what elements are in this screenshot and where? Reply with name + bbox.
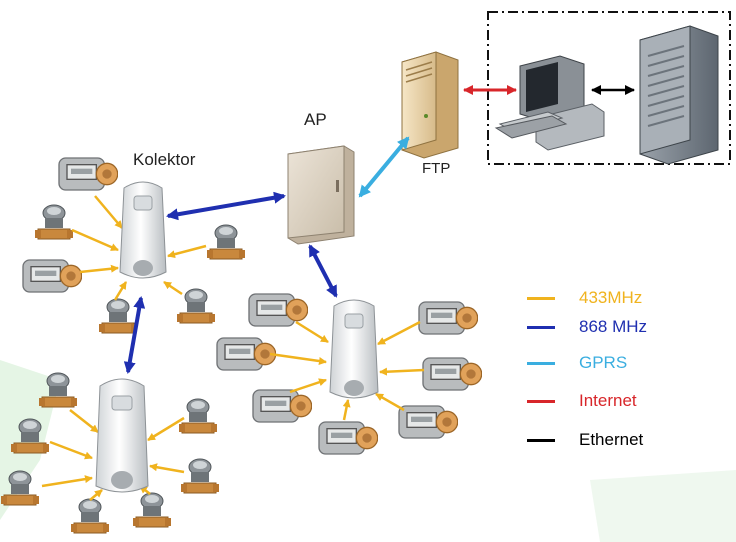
ftp-server: [401, 51, 459, 159]
legend-label-gprs: GPRS: [579, 353, 628, 372]
pc-workstation: [494, 55, 605, 151]
legend-item-433mhz: 433MHz: [527, 287, 642, 309]
link-868-kolektor1-ap: [166, 191, 286, 221]
legend-item-internet: Internet: [527, 390, 637, 412]
legend-swatch-gprs: [527, 361, 555, 365]
legend-label-internet: Internet: [579, 391, 637, 410]
legend-swatch-ethernet: [527, 438, 555, 442]
legend-swatch-868mhz: [527, 325, 555, 329]
kolektor-label: Kolektor: [133, 150, 196, 169]
legend-label-433mhz: 433MHz: [579, 288, 643, 307]
kolektor-cluster-top-left: [22, 157, 246, 334]
ftp-label: FTP: [422, 160, 451, 177]
kolektor-cluster-center: [216, 293, 482, 455]
ap-cabinet: [287, 145, 355, 245]
legend-label-ethernet: Ethernet: [579, 430, 644, 449]
link-868-kolektor1-kolektor2: [123, 296, 146, 374]
legend-item-ethernet: Ethernet: [527, 429, 643, 451]
legend-item-gprs: GPRS: [527, 352, 627, 374]
legend-swatch-internet: [527, 399, 555, 403]
legend-label-868mhz: 868 MHz: [579, 317, 648, 336]
ap-label: AP: [304, 110, 327, 129]
kolektor-cluster-bottom-left: [0, 372, 220, 534]
rack-server: [639, 25, 719, 165]
link-868-ap-kolektor3: [308, 244, 338, 298]
link-gprs-ap-ftp: [358, 136, 410, 198]
legend-swatch-433mhz: [527, 296, 555, 300]
legend-item-868mhz: 868 MHz: [527, 316, 647, 338]
